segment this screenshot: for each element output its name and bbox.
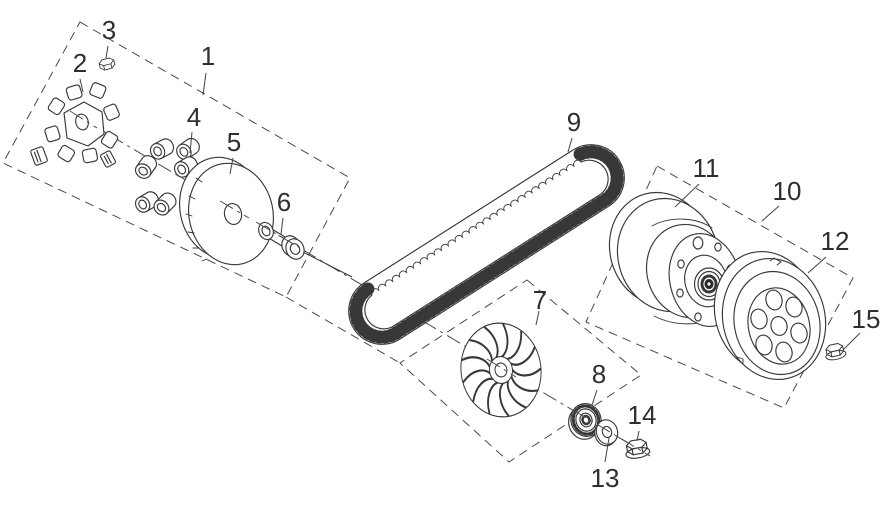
roller	[134, 155, 158, 179]
callout-label-2: 2	[73, 48, 87, 78]
callout-leader-4	[189, 131, 193, 154]
roller	[176, 137, 200, 161]
roller	[153, 192, 177, 216]
callout-label-14: 14	[628, 400, 657, 430]
centerline-overlays	[69, 110, 651, 457]
callout-leader-6	[280, 217, 284, 235]
part-5-drive-face	[178, 156, 275, 266]
part-8-starter-ratchet	[568, 403, 602, 440]
callout-label-10: 10	[773, 176, 802, 206]
part-2-ramp-plate	[44, 82, 120, 164]
callout-label-3: 3	[102, 15, 116, 45]
callout-label-5: 5	[227, 127, 241, 157]
callout-label-11: 11	[693, 153, 720, 183]
slider-shoe-left	[30, 146, 48, 166]
part-12-clutch-drum	[713, 250, 827, 381]
roller	[134, 191, 160, 213]
callout-label-7: 7	[533, 285, 547, 315]
part-14-flange-nut	[625, 438, 651, 459]
callout-leader-13	[604, 437, 610, 463]
drive-face-tabs	[185, 177, 208, 262]
drum-holes	[750, 289, 808, 363]
ramp-plate-petals	[44, 82, 120, 164]
part-7-fan-drive-face	[460, 322, 542, 418]
centerline	[85, 120, 651, 457]
callout-leader-11	[674, 183, 700, 208]
callout-label-1: 1	[201, 41, 215, 71]
group-box-7	[399, 279, 642, 463]
callout-label-9: 9	[567, 107, 581, 137]
callout-leader-14	[636, 430, 640, 442]
group-box-connector	[285, 296, 401, 364]
group-box-10	[585, 165, 854, 409]
callout-leader-12	[807, 256, 827, 274]
callout-label-8: 8	[592, 359, 606, 389]
group-boxes	[2, 21, 854, 463]
part-9-drive-belt	[348, 144, 625, 345]
slider-shoe-right	[99, 150, 117, 168]
callout-label-13: 13	[591, 463, 620, 493]
part-3-nut	[98, 57, 116, 71]
group-box-1	[2, 21, 351, 298]
fan-blades	[461, 323, 542, 417]
callout-leader-15	[843, 332, 861, 350]
callout-label-15: 15	[852, 304, 881, 334]
callout-label-6: 6	[277, 187, 291, 217]
callout-leader-10	[761, 205, 780, 222]
callout-leader-2	[79, 78, 84, 93]
callout-leader-7	[535, 310, 540, 326]
part-4-roller-weights	[134, 137, 200, 216]
callout-leader-8	[591, 389, 598, 406]
callout-leader-9	[567, 137, 573, 153]
roller	[149, 138, 175, 160]
callout-label-4: 4	[187, 102, 201, 132]
part-13-washer	[594, 419, 619, 447]
callout-leader-3	[105, 45, 109, 59]
callout-leader-5	[229, 157, 234, 175]
callout-label-12: 12	[821, 226, 850, 256]
callout-leader-1	[202, 72, 207, 96]
part-15-flange-nut	[825, 342, 847, 361]
